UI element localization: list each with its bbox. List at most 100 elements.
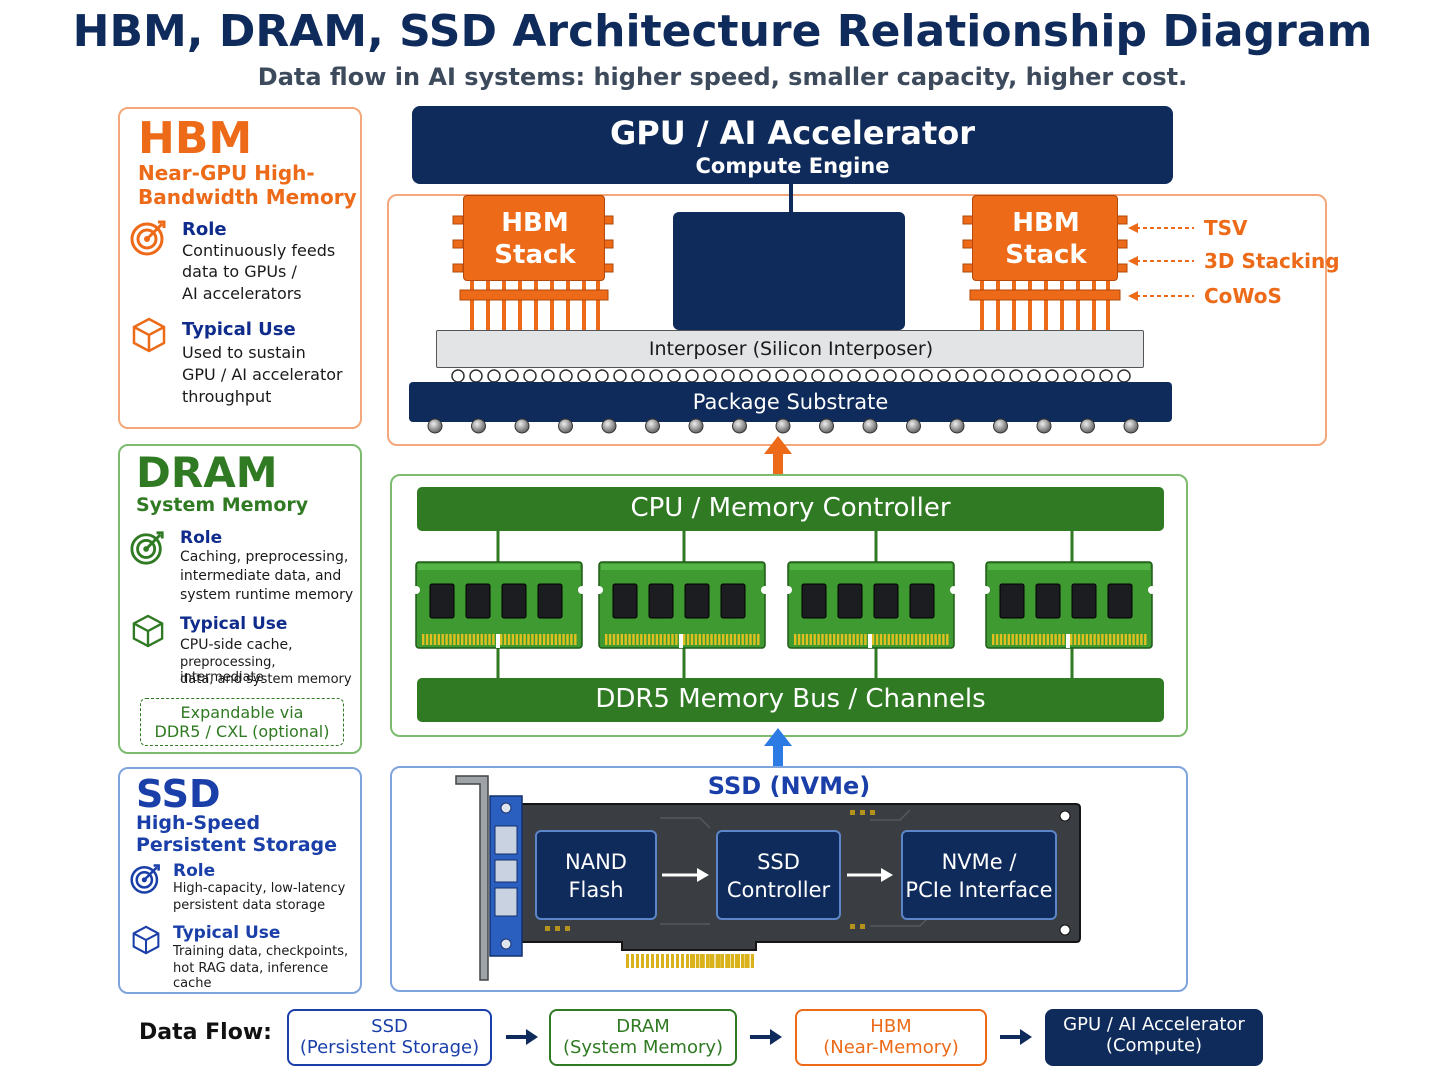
gpu-title: GPU / AI Accelerator [610, 114, 975, 152]
nand-line-2: Flash [568, 878, 624, 902]
target-icon [130, 220, 166, 256]
flow-step-ssd: SSD (Persistent Storage) [287, 1009, 492, 1066]
gpu-subtitle: Compute Engine [695, 154, 890, 178]
hbm-stack-right-line-1: HBM [1012, 208, 1080, 238]
hbm-package-frame [387, 194, 1327, 446]
dimm-module [982, 561, 1156, 649]
dram-card-subtitle: System Memory [136, 494, 309, 516]
dram-use-line-2: preprocessing, intermediate [180, 655, 276, 685]
flow-hbm-line-1: HBM [870, 1016, 912, 1037]
controller-line-1: SSD [757, 850, 800, 874]
ssd-card-title: SSD [136, 772, 221, 816]
hbm-stack-right-line-2: Stack [1005, 240, 1087, 270]
flow-dram-line-1: DRAM [616, 1016, 670, 1037]
target-icon [130, 864, 160, 894]
ssd-card: SSD High-Speed Persistent Storage Role H… [118, 767, 362, 994]
dimm-connectors [496, 531, 1074, 679]
hbm-card: HBM Near-GPU High- Bandwidth Memory Role… [118, 107, 362, 429]
flow-hbm-line-2: (Near-Memory) [823, 1037, 959, 1058]
interposer: Interposer (Silicon Interposer) [436, 330, 1144, 368]
arrow-up-blue-icon [764, 728, 792, 768]
nvme-pcie-block: NVMe / PCIe Interface [901, 830, 1057, 920]
dram-card: DRAM System Memory Role Caching, preproc… [118, 444, 362, 754]
hbm-card-title: HBM [138, 113, 253, 164]
dram-use-label: Typical Use [180, 614, 288, 634]
dram-card-title: DRAM [136, 448, 278, 497]
hbm-use-line-2: GPU / AI accelerator [182, 365, 343, 384]
hbm-stack-left: HBM Stack [463, 195, 605, 281]
hbm-role-line-3: AI accelerators [182, 284, 302, 303]
hbm-stack-right: HBM Stack [972, 195, 1118, 281]
flow-arrows [506, 1029, 1032, 1045]
flow-step-dram: DRAM (System Memory) [549, 1009, 737, 1066]
dram-role-label: Role [180, 528, 223, 548]
nvme-line-1: NVMe / [941, 850, 1017, 874]
dram-role-line-2: intermediate data, and [180, 568, 342, 584]
cpu-controller-label: CPU / Memory Controller [630, 493, 951, 523]
dram-role-line-3: system runtime memory [180, 587, 354, 603]
hbm-use-line-3: throughput [182, 387, 272, 406]
flow-step-gpu: GPU / AI Accelerator (Compute) [1045, 1009, 1263, 1066]
flow-gpu-line-2: (Compute) [1105, 1035, 1203, 1056]
hbm-role-label: Role [182, 219, 227, 240]
hbm-card-subtitle-2: Bandwidth Memory [138, 185, 357, 209]
expandable-line-1: Expandable via [180, 703, 304, 722]
ssd-card-subtitle-2: Persistent Storage [136, 834, 338, 856]
gpu-accelerator-block: GPU / AI Accelerator Compute Engine [412, 106, 1173, 184]
ddr5-bus-label: DDR5 Memory Bus / Channels [595, 684, 986, 714]
target-icon [130, 531, 164, 565]
hbm-use-line-1: Used to sustain [182, 343, 306, 362]
dimm-module [414, 561, 586, 649]
ssd-panel-title: SSD (NVMe) [707, 772, 871, 800]
ddr5-memory-bus: DDR5 Memory Bus / Channels [417, 678, 1164, 722]
hbm-stack-pins [452, 215, 1128, 330]
gpu-die-connector [789, 184, 793, 214]
substrate-label: Package Substrate [692, 390, 889, 414]
nand-flash-block: NAND Flash [535, 830, 657, 920]
ssd-role-line-1: High-capacity, low-latency [173, 881, 346, 896]
nvme-line-2: PCIe Interface [905, 878, 1053, 902]
data-flow-label: Data Flow: [139, 1020, 272, 1045]
expandable-note: Expandable via DDR5 / CXL (optional) [140, 698, 344, 746]
flow-ssd-line-2: (Persistent Storage) [299, 1037, 480, 1058]
callout-cowos: CoWoS [1204, 284, 1282, 308]
page-title: HBM, DRAM, SSD Architecture Relationship… [72, 6, 1373, 57]
flow-gpu-line-1: GPU / AI Accelerator [1063, 1014, 1245, 1035]
cube-icon [132, 925, 160, 955]
controller-line-2: Controller [726, 878, 831, 902]
hbm-stack-left-line-1: HBM [501, 208, 569, 238]
cpu-memory-controller: CPU / Memory Controller [417, 487, 1164, 531]
gpu-die [673, 212, 905, 330]
flow-step-hbm: HBM (Near-Memory) [795, 1009, 987, 1066]
ssd-role-line-2: persistent data storage [173, 898, 326, 913]
hbm-use-label: Typical Use [182, 319, 296, 340]
ssd-controller-block: SSD Controller [716, 830, 841, 920]
dram-use-line-1: CPU-side cache, [180, 637, 293, 653]
flow-dram-line-2: (System Memory) [562, 1037, 724, 1058]
interposer-label: Interposer (Silicon Interposer) [648, 338, 934, 360]
dimm-module [595, 561, 769, 649]
arrow-up-orange-icon [764, 436, 792, 476]
hbm-role-line-2: data to GPUs / [182, 262, 297, 281]
callout-3d-stacking: 3D Stacking [1204, 249, 1340, 273]
flow-ssd-line-1: SSD [371, 1016, 408, 1037]
ssd-use-line-1: Training data, checkpoints, [173, 944, 349, 959]
ssd-use-label: Typical Use [173, 923, 281, 943]
page-subtitle: Data flow in AI systems: higher speed, s… [257, 63, 1188, 91]
dram-use-line-3: data, and system memory [180, 672, 352, 687]
dimm-module [784, 561, 958, 649]
hbm-card-subtitle-1: Near-GPU High- [138, 161, 315, 185]
ssd-internal-arrows [662, 868, 893, 882]
ssd-role-label: Role [173, 861, 216, 881]
hbm-role-line-1: Continuously feeds [182, 241, 336, 260]
ssd-card-subtitle-1: High-Speed [136, 812, 261, 834]
ssd-use-line-2: hot RAG data, inference cache [173, 961, 329, 991]
dram-role-line-1: Caching, preprocessing, [180, 549, 349, 565]
cube-icon [132, 614, 164, 648]
solder-balls [427, 418, 1139, 434]
nand-line-1: NAND [565, 850, 627, 874]
hbm-stack-left-line-2: Stack [494, 240, 576, 270]
dimm-modules [414, 561, 1156, 649]
cube-icon [132, 317, 166, 353]
expandable-line-2: DDR5 / CXL (optional) [154, 722, 330, 741]
